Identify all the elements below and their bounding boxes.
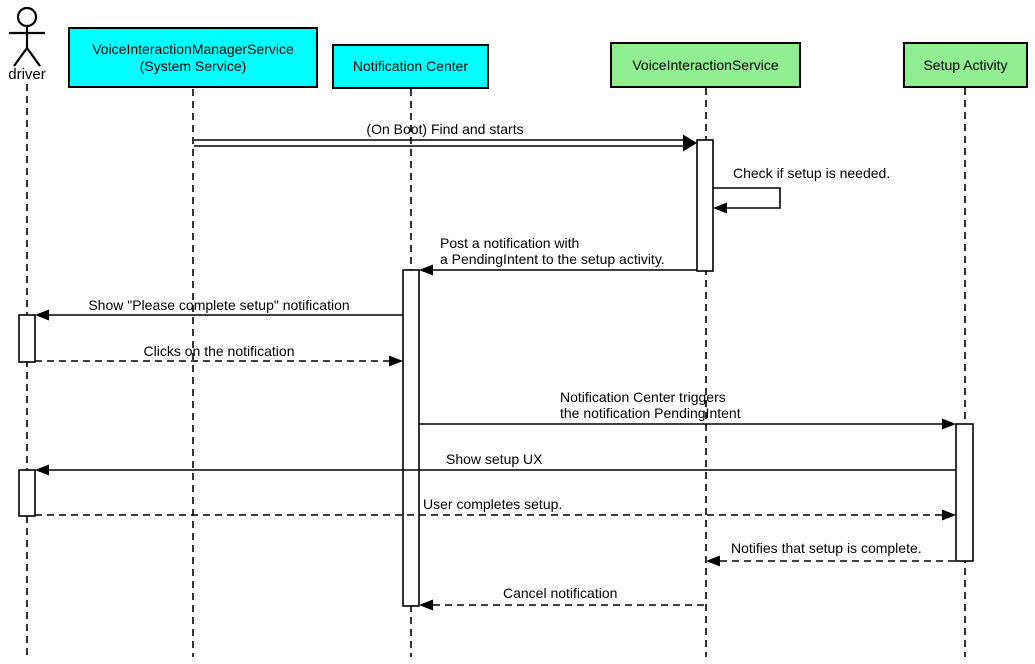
message-label-clicks-notification: Clicks on the notification	[143, 343, 295, 359]
activation-driver-2	[18, 469, 36, 517]
participant-label: Notification Center	[352, 58, 469, 74]
message-arrow-user-completes-setup	[35, 509, 956, 521]
message-arrow-notifies-setup-complete	[706, 555, 956, 567]
activation-driver-1	[18, 314, 36, 363]
participant-setup-activity: Setup Activity	[903, 42, 1028, 88]
participant-driver-label: driver	[8, 66, 46, 83]
participant-voice-interaction-service: VoiceInteractionService	[610, 42, 801, 88]
message-arrow-show-setup-ux	[35, 464, 956, 476]
message-label-notifies-setup-complete: Notifies that setup is complete.	[731, 540, 922, 556]
activation-setup-activity	[955, 423, 974, 562]
message-label-triggers-pendingintent: Notification Center triggers the notific…	[560, 389, 741, 421]
message-label-check-if-setup-needed: Check if setup is needed.	[733, 165, 891, 181]
message-arrow-cancel-notification	[419, 599, 705, 611]
message-arrow-show-setup-notification	[35, 309, 403, 321]
participant-label: Setup Activity	[923, 56, 1008, 73]
activation-voice-interaction-service	[696, 139, 714, 272]
participant-label: VoiceInteractionManagerService	[92, 40, 294, 57]
participant-label: (System Service)	[139, 57, 247, 74]
message-arrow-triggers-pendingintent	[419, 418, 956, 430]
message-label-show-setup-notification: Show "Please complete setup" notificatio…	[88, 297, 350, 313]
message-label-user-completes-setup: User completes setup.	[423, 496, 563, 512]
message-label-post-notification: Post a notification with a PendingIntent…	[440, 235, 665, 267]
activation-notification-center	[402, 269, 420, 607]
message-arrow-check-if-setup-needed	[713, 187, 781, 214]
participant-voice-interaction-manager-service: VoiceInteractionManagerService (System S…	[68, 27, 318, 88]
actor-icon	[9, 6, 45, 67]
message-arrow-on-boot-find-and-starts	[194, 134, 697, 152]
participant-label: VoiceInteractionService	[632, 56, 779, 73]
message-label-on-boot-find-and-starts: (On Boot) Find and starts	[366, 121, 524, 137]
message-arrow-clicks-notification	[35, 355, 403, 367]
message-label-cancel-notification: Cancel notification	[503, 585, 618, 601]
message-arrow-post-notification	[419, 264, 697, 276]
message-label-show-setup-ux: Show setup UX	[446, 451, 543, 467]
participant-notification-center: Notification Center	[332, 44, 489, 89]
